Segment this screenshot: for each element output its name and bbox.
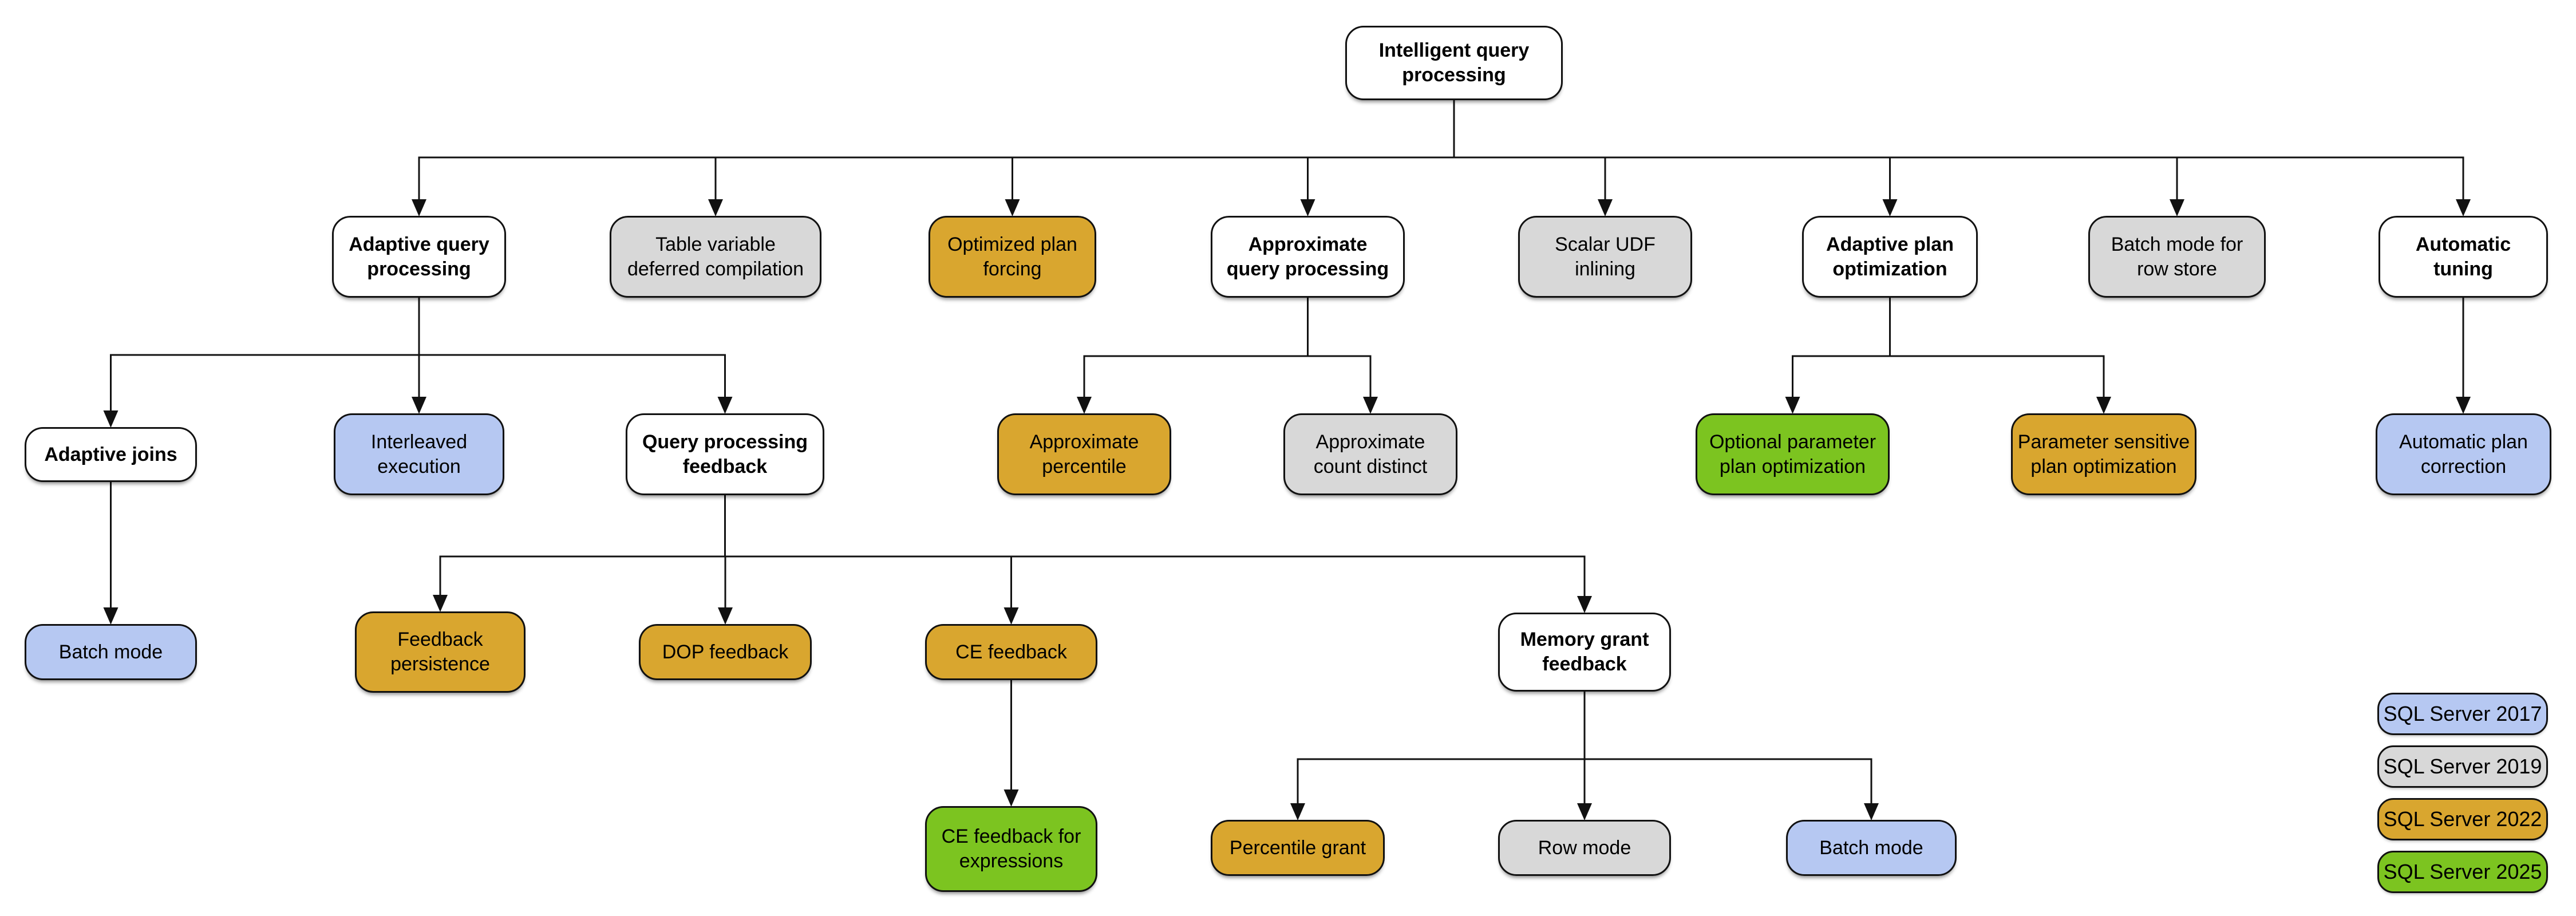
arrowhead (412, 397, 426, 414)
arrowhead (433, 595, 448, 612)
legend-label: SQL Server 2025 (2383, 860, 2542, 883)
arrowhead (2096, 397, 2111, 414)
legend-item-sql-server-2017: SQL Server 2017 (2377, 693, 2548, 735)
node-automatic-tuning: Automatic tuning (2379, 216, 2548, 298)
node-label: Memory grant feedback (1520, 629, 1649, 675)
node-label: Query processing feedback (642, 431, 808, 477)
arrowhead (1363, 397, 1378, 414)
arrowhead (1577, 803, 1592, 820)
node-ce-feedback: CE feedback (925, 624, 1097, 680)
arrowhead (1003, 789, 1019, 807)
arrowhead (1003, 607, 1019, 625)
node-label: Table variable deferred compilation (627, 233, 804, 280)
arrowhead (717, 397, 733, 414)
legend-item-sql-server-2025: SQL Server 2025 (2377, 851, 2548, 893)
node-table-variable-deferred-compilation: Table variable deferred compilation (610, 216, 821, 298)
node-label: Approximate query processing (1226, 233, 1389, 280)
arrowhead (1785, 397, 1800, 414)
legend-item-sql-server-2019: SQL Server 2019 (2377, 745, 2548, 788)
node-approximate-count-distinct: Approximate count distinct (1283, 413, 1457, 495)
node-ce-feedback-for-expressions: CE feedback for expressions (925, 806, 1097, 892)
node-dop-feedback: DOP feedback (639, 624, 812, 680)
arrowhead (1300, 199, 1315, 216)
node-batch-mode-adaptive-joins: Batch mode (25, 624, 197, 680)
node-label: Percentile grant (1229, 836, 1366, 859)
node-parameter-sensitive-plan-optimization: Parameter sensitive plan optimization (2011, 413, 2196, 495)
arrowhead (1077, 397, 1092, 414)
node-adaptive-query-processing: Adaptive query processing (332, 216, 506, 298)
node-automatic-plan-correction: Automatic plan correction (2376, 413, 2551, 495)
node-label: Interleaved execution (370, 431, 468, 477)
node-adaptive-plan-optimization: Adaptive plan optimization (1802, 216, 1978, 298)
node-label: Optimized plan forcing (947, 233, 1077, 280)
node-batch-mode-memory-grant: Batch mode (1786, 820, 1957, 876)
node-label: CE feedback for expressions (941, 826, 1081, 872)
node-label: Adaptive plan optimization (1826, 233, 1954, 280)
arrowhead (1882, 199, 1898, 216)
node-label: Automatic plan correction (2399, 431, 2528, 477)
node-intelligent-query-processing: Intelligent query processing (1345, 26, 1563, 100)
arrowhead (1577, 596, 1592, 613)
arrowhead (2170, 199, 2184, 216)
node-adaptive-joins: Adaptive joins (25, 427, 197, 482)
arrowhead (708, 199, 723, 216)
node-label: Batch mode for row store (2111, 233, 2243, 280)
node-feedback-persistence: Feedback persistence (355, 611, 526, 693)
arrowhead (2456, 397, 2471, 414)
legend-label: SQL Server 2019 (2383, 755, 2542, 778)
arrowhead (103, 607, 118, 625)
node-approximate-query-processing: Approximate query processing (1211, 216, 1405, 298)
node-memory-grant-feedback: Memory grant feedback (1498, 613, 1671, 692)
arrowhead (718, 607, 733, 625)
arrowhead (1290, 803, 1305, 820)
arrowhead (2456, 199, 2471, 216)
node-label: CE feedback (955, 641, 1067, 663)
node-label: Adaptive joins (44, 443, 177, 465)
arrowhead (1864, 803, 1879, 820)
node-query-processing-feedback: Query processing feedback (626, 413, 824, 495)
node-label: Feedback persistence (390, 629, 490, 675)
node-approximate-percentile: Approximate percentile (997, 413, 1171, 495)
node-batch-mode-for-row-store: Batch mode for row store (2088, 216, 2266, 298)
node-row-mode: Row mode (1498, 820, 1671, 876)
legend-label: SQL Server 2022 (2383, 807, 2542, 831)
node-optimized-plan-forcing: Optimized plan forcing (929, 216, 1096, 298)
node-label: Approximate percentile (1029, 431, 1139, 477)
legend-label: SQL Server 2017 (2383, 702, 2542, 725)
node-scalar-udf-inlining: Scalar UDF inlining (1518, 216, 1692, 298)
arrowhead (1005, 199, 1020, 216)
node-label: DOP feedback (662, 641, 789, 663)
node-label: Optional parameter plan optimization (1709, 431, 1876, 477)
node-interleaved-execution: Interleaved execution (334, 413, 504, 495)
node-label: Adaptive query processing (349, 233, 489, 280)
node-label: Parameter sensitive plan optimization (2017, 431, 2190, 477)
legend-item-sql-server-2022: SQL Server 2022 (2377, 798, 2548, 840)
arrowhead (103, 410, 118, 428)
node-optional-parameter-plan-optimization: Optional parameter plan optimization (1696, 413, 1890, 495)
node-label: Batch mode (58, 641, 163, 663)
node-label: Scalar UDF inlining (1555, 233, 1656, 280)
node-label: Row mode (1538, 836, 1631, 859)
node-label: Batch mode (1819, 836, 1923, 859)
node-label: Automatic tuning (2415, 233, 2511, 280)
node-label: Approximate count distinct (1313, 431, 1428, 477)
arrowhead (1598, 199, 1613, 216)
node-label: Intelligent query processing (1378, 40, 1530, 86)
arrowhead (412, 199, 426, 216)
node-percentile-grant: Percentile grant (1211, 820, 1385, 876)
